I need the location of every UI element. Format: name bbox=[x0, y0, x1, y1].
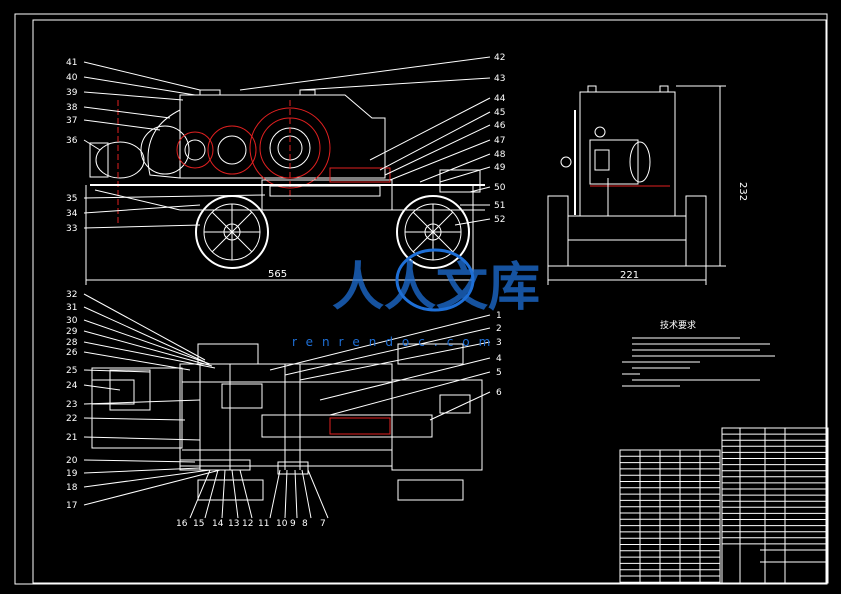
wheel-left bbox=[195, 195, 269, 269]
part-number-label: 1 bbox=[496, 311, 502, 321]
part-number-label: 2 bbox=[496, 324, 502, 334]
part-number-label: 29 bbox=[66, 327, 78, 337]
parts-list-table bbox=[619, 427, 829, 584]
front-labels-right: 42 43 44 45 46 47 48 49 50 51 52 bbox=[494, 53, 506, 225]
part-number-label: 15 bbox=[193, 519, 204, 529]
part-number-label: 37 bbox=[66, 116, 77, 126]
part-number-label: 28 bbox=[66, 338, 78, 348]
part-number-label: 47 bbox=[494, 136, 505, 146]
part-number-label: 19 bbox=[66, 469, 78, 479]
front-view: 565 bbox=[83, 56, 491, 285]
part-number-label: 18 bbox=[66, 483, 78, 493]
part-number-label: 49 bbox=[494, 163, 506, 173]
part-number-label: 22 bbox=[66, 414, 77, 424]
part-number-label: 50 bbox=[494, 183, 506, 193]
part-number-label: 21 bbox=[66, 433, 77, 443]
part-number-label: 14 bbox=[212, 519, 224, 529]
outer-border bbox=[14, 13, 828, 585]
watermark-url: renrendoc.com bbox=[292, 335, 499, 349]
part-number-label: 32 bbox=[66, 290, 77, 300]
part-number-label: 9 bbox=[290, 519, 296, 529]
part-number-label: 41 bbox=[66, 58, 77, 68]
part-number-label: 35 bbox=[66, 194, 77, 204]
part-number-label: 38 bbox=[66, 103, 78, 113]
part-number-label: 12 bbox=[242, 519, 253, 529]
plan-labels-right: 1 2 3 4 5 6 bbox=[496, 311, 502, 398]
wheel-right bbox=[396, 195, 470, 269]
part-number-label: 51 bbox=[494, 201, 505, 211]
notes-title: 技术要求 bbox=[660, 319, 696, 331]
front-length-dimension: 565 bbox=[268, 269, 287, 280]
part-number-label: 31 bbox=[66, 303, 77, 313]
part-number-label: 44 bbox=[494, 94, 506, 104]
part-number-label: 4 bbox=[496, 354, 502, 364]
technical-notes: 技术要求 bbox=[622, 319, 775, 387]
plan-view bbox=[83, 293, 491, 519]
part-number-label: 25 bbox=[66, 366, 77, 376]
part-number-label: 5 bbox=[496, 368, 502, 378]
part-number-label: 3 bbox=[496, 338, 502, 348]
part-number-label: 46 bbox=[494, 121, 506, 131]
part-number-label: 13 bbox=[228, 519, 239, 529]
part-number-label: 30 bbox=[66, 316, 78, 326]
watermark-text: 人人文库 bbox=[332, 258, 540, 318]
front-labels-left: 41 40 39 38 37 36 35 34 33 bbox=[66, 58, 78, 234]
part-number-label: 43 bbox=[494, 74, 505, 84]
part-number-label: 52 bbox=[494, 215, 505, 225]
part-number-label: 24 bbox=[66, 381, 78, 391]
part-number-label: 39 bbox=[66, 88, 78, 98]
part-number-label: 16 bbox=[176, 519, 188, 529]
side-height-dimension: 232 bbox=[737, 182, 748, 201]
part-number-label: 33 bbox=[66, 224, 77, 234]
part-number-label: 48 bbox=[494, 150, 506, 160]
part-number-label: 26 bbox=[66, 348, 78, 358]
side-view: 221 232 bbox=[547, 85, 748, 285]
part-number-label: 17 bbox=[66, 501, 77, 511]
part-number-label: 7 bbox=[320, 519, 326, 529]
part-number-label: 36 bbox=[66, 136, 78, 146]
watermark: 人人文库 renrendoc.com bbox=[292, 248, 540, 349]
part-number-label: 45 bbox=[494, 108, 505, 118]
part-number-label: 8 bbox=[302, 519, 308, 529]
inner-border bbox=[32, 19, 827, 584]
part-number-label: 11 bbox=[258, 519, 269, 529]
part-number-label: 42 bbox=[494, 53, 505, 63]
part-number-label: 23 bbox=[66, 400, 77, 410]
part-number-label: 6 bbox=[496, 388, 502, 398]
part-number-label: 34 bbox=[66, 209, 78, 219]
part-number-label: 10 bbox=[276, 519, 288, 529]
side-width-dimension: 221 bbox=[620, 270, 639, 281]
part-number-label: 20 bbox=[66, 456, 78, 466]
part-number-label: 40 bbox=[66, 73, 78, 83]
